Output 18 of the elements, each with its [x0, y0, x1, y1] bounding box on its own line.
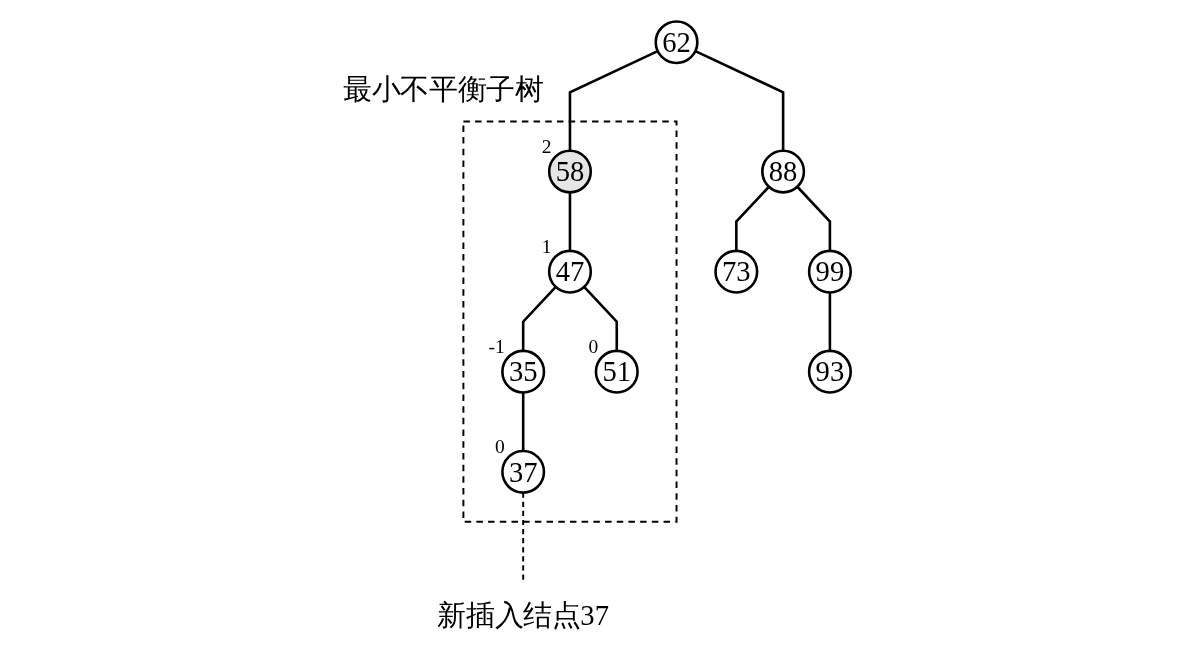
node-label: 最小不平衡子树	[343, 73, 544, 106]
connector	[521, 285, 557, 351]
connector	[828, 292, 832, 351]
connector	[568, 49, 659, 151]
connector	[735, 185, 770, 251]
node-text: 新插入结点37	[437, 598, 609, 632]
node-circle: 93	[807, 349, 852, 394]
connector	[521, 392, 525, 451]
cluster	[462, 120, 678, 523]
connector	[694, 49, 785, 151]
node-circle: 99	[807, 249, 852, 294]
node-circle: 73	[714, 249, 759, 294]
connector	[583, 285, 619, 351]
connector	[796, 185, 832, 251]
node-circle: 62	[654, 20, 699, 65]
node-circle: 35	[501, 349, 546, 394]
connector	[568, 192, 572, 251]
node-circle: 88	[761, 149, 806, 194]
